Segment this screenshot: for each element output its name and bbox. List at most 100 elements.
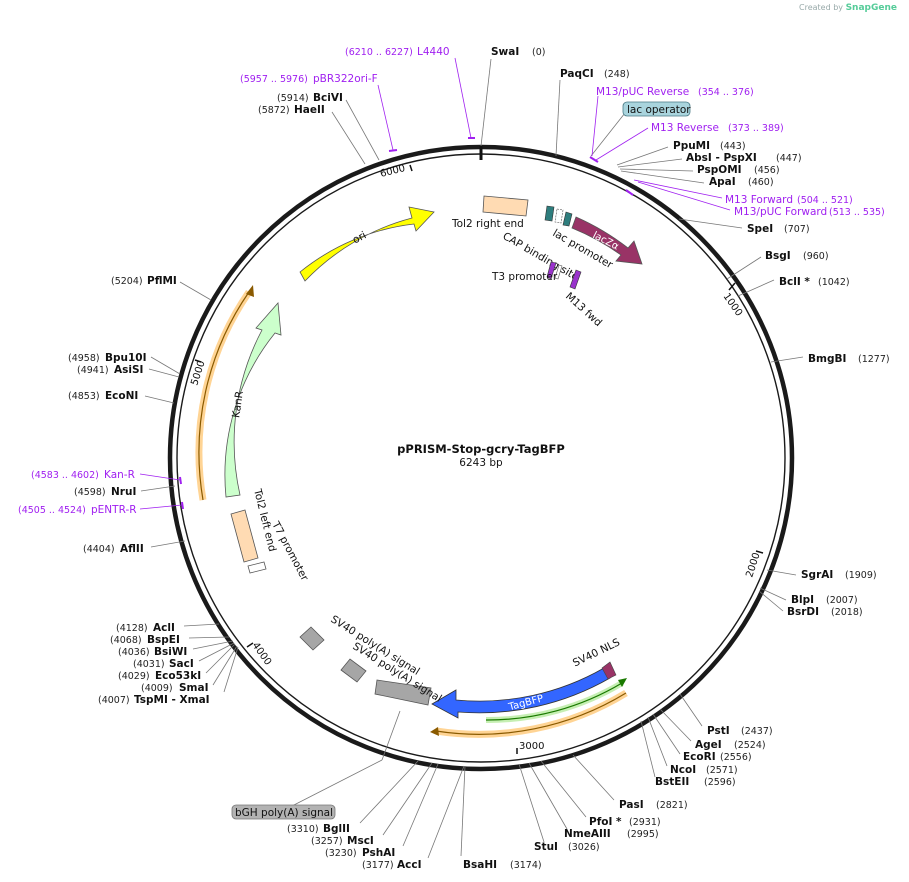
site-bcivi-pos: (5914) <box>277 93 309 104</box>
site-spei-pos: (707) <box>784 224 810 235</box>
primer-m13-rev-pos: (373 .. 389) <box>728 123 784 134</box>
m13-fwd-box <box>569 269 582 290</box>
site-saci: SacI <box>169 658 194 670</box>
leader-nmeaiii <box>528 762 568 830</box>
site-ppumi-pos: (443) <box>720 141 746 152</box>
leader-agei <box>659 708 692 742</box>
sv40-nls-box <box>601 661 617 680</box>
site-msci-pos: (3257) <box>311 836 343 847</box>
leader-bsteii <box>640 720 656 778</box>
leader-ecori <box>652 713 681 755</box>
leader-nrui <box>140 485 176 492</box>
t7-label: T7 promoter <box>269 519 311 584</box>
site-bpu10i-pos: (4958) <box>68 353 100 364</box>
leader-l4440 <box>454 57 472 139</box>
leader-haeii <box>331 111 366 165</box>
site-spei: SpeI <box>747 223 773 235</box>
ori-label: ori <box>351 229 369 246</box>
bgh-leader-2 <box>291 759 383 807</box>
tick-4000-mark <box>246 642 254 648</box>
site-nmeaiii: NmeAIII <box>564 828 611 840</box>
site-pspomi: PspOMI <box>697 164 742 176</box>
tagbfp-arrow <box>431 667 611 719</box>
ori-arrow <box>299 206 435 282</box>
leader-m13-fwd <box>633 179 723 199</box>
tick-6000-mark <box>409 164 413 172</box>
site-agei-pos: (2524) <box>734 740 766 751</box>
leader-aflii <box>150 540 186 548</box>
lacz-arrow <box>571 216 643 265</box>
tol2-left-box <box>230 509 259 563</box>
site-bsiwi: BsiWI <box>154 646 187 658</box>
bfp-green-line <box>485 682 623 721</box>
site-agei: AgeI <box>695 739 722 751</box>
leader-m13-rev <box>595 127 649 161</box>
tol2-right-box <box>482 195 529 217</box>
leader-asisi <box>148 368 180 378</box>
leader-pasi <box>572 754 615 801</box>
site-acci-pos: (3177) <box>362 860 394 871</box>
site-ecori-pos: (2556) <box>720 752 752 763</box>
tagbfp-label: TagBFP <box>507 693 545 713</box>
site-aflii-pos: (4404) <box>83 544 115 555</box>
m13puc-rev-mark <box>589 156 599 163</box>
site-pspomi-pos: (456) <box>754 165 780 176</box>
leader-bcli <box>737 279 775 297</box>
primer-kanr: Kan-R <box>104 469 135 481</box>
restriction-sites: SwaI (0) PaqCI (248) PpuMI (443) AbsI - … <box>68 46 890 871</box>
kanr-arrow <box>224 302 282 498</box>
site-bsrdi-pos: (2018) <box>831 607 863 618</box>
leader-blpi <box>759 587 787 601</box>
primer-pbr322-pos: (5957 .. 5976) <box>240 74 308 85</box>
site-stui-pos: (3026) <box>568 842 600 853</box>
site-haeii: HaeII <box>294 104 325 116</box>
snapgene-credit: Created by SnapGene <box>799 3 897 13</box>
primer-m13-rev: M13 Reverse <box>651 122 719 134</box>
site-apai-pos: (460) <box>748 177 774 188</box>
site-bmgbi: BmgBI <box>808 353 846 365</box>
site-acli: AclI <box>153 622 175 634</box>
site-tspmi: TspMI - XmaI <box>134 694 210 706</box>
site-bspei: BspEI <box>147 634 180 646</box>
leader-bmgbi <box>770 356 804 363</box>
leader-bspei <box>188 636 230 639</box>
site-bcli-pos: (1042) <box>818 277 850 288</box>
site-asisi-pos: (4941) <box>77 365 109 376</box>
site-eco53ki: Eco53kI <box>155 670 201 682</box>
site-bsgi: BsgI <box>765 250 791 262</box>
primer-kanr-pos: (4583 .. 4602) <box>31 470 99 481</box>
site-haeii-pos: (5872) <box>258 105 290 116</box>
tick-2000: 2000 <box>744 551 762 579</box>
site-bsahi-pos: (3174) <box>510 860 542 871</box>
site-aflii: AflII <box>120 543 144 555</box>
primer-pbr322: pBR322ori-F <box>313 73 378 85</box>
site-bsteii: BstEII <box>655 776 689 788</box>
leader-pfoi <box>540 760 587 818</box>
leader-bsiwi <box>192 640 234 650</box>
tick-1000: 1000 <box>721 291 745 318</box>
site-bsteii-pos: (2596) <box>704 777 736 788</box>
leader-pshai <box>402 763 439 847</box>
site-psti: PstI <box>707 725 730 737</box>
site-saci-pos: (4031) <box>133 659 165 670</box>
bgh-leader-1 <box>381 710 401 761</box>
site-bglii-pos: (3310) <box>287 824 319 835</box>
plasmid-name: pPRISM-Stop-gcry-TagBFP <box>397 442 565 456</box>
site-sgrai: SgrAI <box>801 569 833 581</box>
tick-6000: 6000 <box>379 163 406 180</box>
site-psti-pos: (2437) <box>741 726 773 737</box>
leader-swai <box>480 58 492 147</box>
leader-absi <box>617 158 683 168</box>
plasmid-size: 6243 bp <box>459 457 503 469</box>
site-pshai-pos: (3230) <box>325 848 357 859</box>
leader-pbr322 <box>377 84 394 151</box>
site-swai-pos: (0) <box>532 47 545 58</box>
site-bsgi-pos: (960) <box>803 251 829 262</box>
site-acci: AccI <box>397 859 421 871</box>
pentr-mark <box>181 501 184 510</box>
sv40-polya-box-2 <box>340 658 367 683</box>
leader-acci <box>427 765 465 859</box>
kan-primer-head <box>246 285 254 297</box>
site-blpi-pos: (2007) <box>826 595 858 606</box>
site-pasi-pos: (2821) <box>656 800 688 811</box>
